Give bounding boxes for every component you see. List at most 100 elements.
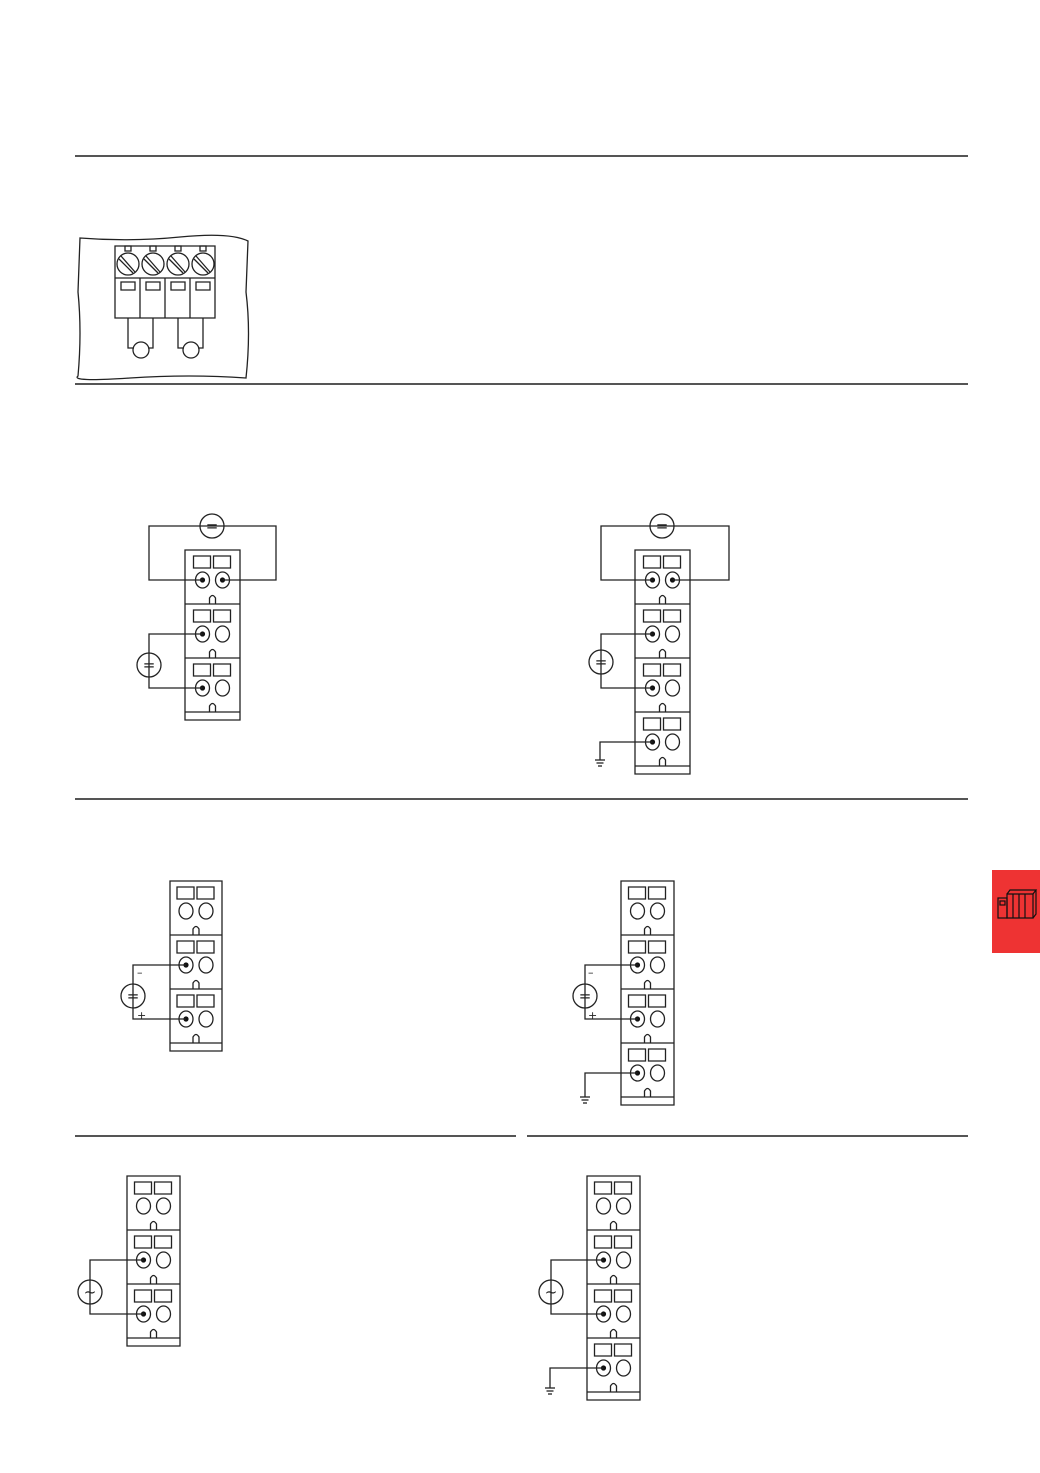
terminal-column [127,1176,180,1346]
terminal-label-slot [135,1236,152,1248]
screw-icon [192,253,214,275]
ground-icon [545,1388,555,1394]
svg-text:=: = [595,653,608,671]
terminal-screw [617,1252,631,1268]
screw-icon [167,253,189,275]
terminal-screw [666,734,680,750]
terminal-label-slot [644,556,661,568]
section-rule-3 [75,798,968,800]
terminal-label-slot [664,556,681,568]
dc-source-icon: = [200,514,224,538]
polarity-plus: + [137,1009,146,1022]
ac-source-icon: ~ [539,1280,563,1304]
dc-source-icon: = [121,984,145,1008]
terminal-label-slot [615,1236,632,1248]
terminal-label-slot [197,887,214,899]
terminal-label-slot [214,610,231,622]
terminal-screw [216,626,230,642]
polarity-minus: – [137,966,143,979]
terminal-label-slot [649,887,666,899]
terminal-label-slot [177,941,194,953]
terminal-screw [157,1306,171,1322]
svg-text:=: = [579,987,592,1005]
terminal-label-slot [197,941,214,953]
terminal-label-slot [135,1182,152,1194]
terminal-block-illustration [70,232,260,382]
terminal-screw [617,1360,631,1376]
terminal-block-icon [115,246,215,358]
wiring-diagram-dc-polarity: = – + [110,875,240,1060]
wiring-diagram-dc-polarity-ground: = – + [565,875,695,1115]
terminal-column [635,550,690,774]
terminal-screw [157,1252,171,1268]
terminal-screw [199,957,213,973]
terminal-label-slot [194,664,211,676]
terminal-column [587,1176,640,1400]
section-rule-2 [75,383,968,385]
terminal-screw [666,680,680,696]
terminal-column [170,881,222,1051]
terminal-label-slot [214,556,231,568]
terminal-label-slot [595,1236,612,1248]
terminal-label-slot [155,1236,172,1248]
terminal-label-slot [214,664,231,676]
dc-source-icon: = [650,514,674,538]
terminal-label-slot [644,664,661,676]
terminal-label-slot [595,1182,612,1194]
terminal-label-slot [649,995,666,1007]
terminal-label-slot [615,1182,632,1194]
ac-source-icon: ~ [78,1280,102,1304]
plc-rack-icon [997,889,1038,919]
svg-text:=: = [206,517,219,535]
terminal-label-slot [615,1290,632,1302]
terminal-label-slot [595,1344,612,1356]
wiring-diagram-ac-ground: ~ [530,1170,660,1410]
terminal-label-slot [595,1290,612,1302]
terminal-screw [597,1198,611,1214]
terminal-screw [617,1306,631,1322]
chapter-side-tab [992,870,1040,953]
terminal-label-slot [664,610,681,622]
terminal-screw [179,903,193,919]
terminal-label-slot [644,718,661,730]
terminal-screw [651,1011,665,1027]
section-rule-4-right [527,1135,968,1137]
terminal-label-slot [644,610,661,622]
terminal-label-slot [649,941,666,953]
polarity-plus: + [588,1009,597,1022]
terminal-screw [631,903,645,919]
terminal-screw [666,626,680,642]
terminal-screw [651,903,665,919]
terminal-label-slot [197,995,214,1007]
section-rule-top [75,155,968,157]
screw-icon [117,253,139,275]
terminal-screw [157,1198,171,1214]
svg-text:=: = [656,517,669,535]
terminal-label-slot [194,610,211,622]
wiring-diagram-dc-two-supply: == [130,510,290,730]
ground-icon [580,1097,590,1103]
terminal-label-slot [135,1290,152,1302]
terminal-label-slot [177,995,194,1007]
dc-source-icon: = [573,984,597,1008]
terminal-label-slot [629,887,646,899]
wiring-diagram-dc-two-supply-ground: == [580,510,740,790]
terminal-label-slot [629,941,646,953]
terminal-screw [617,1198,631,1214]
terminal-label-slot [615,1344,632,1356]
terminal-screw [199,1011,213,1027]
terminal-screw [651,1065,665,1081]
dc-source-icon: = [589,650,613,674]
terminal-label-slot [649,1049,666,1061]
screw-icon [142,253,164,275]
terminal-screw [651,957,665,973]
ground-icon [595,760,605,766]
terminal-label-slot [177,887,194,899]
terminal-screw [137,1198,151,1214]
terminal-column [621,881,674,1105]
svg-text:=: = [143,656,156,674]
polarity-minus: – [588,966,594,979]
terminal-label-slot [664,718,681,730]
terminal-screw [216,680,230,696]
section-rule-4-left [75,1135,516,1137]
